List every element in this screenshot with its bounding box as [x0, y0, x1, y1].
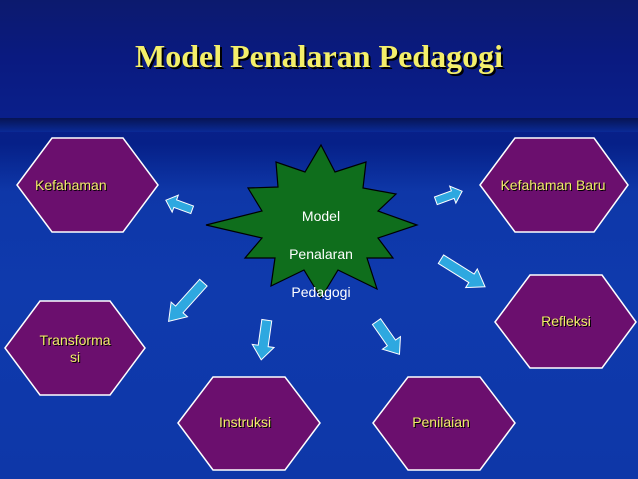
node-transformasi-label: Transforma si — [25, 332, 125, 366]
center-label-line1: Model — [301, 208, 341, 224]
node-kefahaman-label: Kefahaman — [35, 177, 107, 193]
center-label-line3: Pedagogi — [291, 284, 351, 300]
node-penilaian-shape — [372, 376, 516, 471]
node-transformasi-label-line2: si — [69, 349, 81, 365]
center-star-shape — [205, 143, 419, 300]
node-kefahaman-shape — [16, 137, 159, 233]
arrow-to-instruksi — [251, 318, 276, 361]
center-label: Model Penalaran Pedagogi — [262, 188, 380, 321]
page-title: Model Penalaran Pedagogi — [135, 38, 503, 74]
arrow-to-transformasi — [168, 278, 208, 322]
node-instruksi-shape — [177, 376, 321, 471]
node-transformasi-shape — [4, 300, 146, 396]
node-refleksi-shape — [494, 274, 637, 369]
arrow-to-kefahaman — [165, 194, 195, 215]
arrow-to-refleksi — [437, 254, 486, 289]
center-label-line2: Penalaran — [289, 246, 353, 262]
node-kefahaman-baru-label: Kefahaman Baru — [500, 177, 606, 193]
node-refleksi-label: Refleksi — [541, 313, 591, 329]
header-divider-band — [0, 118, 638, 132]
node-instruksi-label: Instruksi — [218, 414, 272, 430]
node-penilaian-label: Penilaian — [412, 414, 470, 430]
node-kefahaman-baru-shape — [479, 137, 629, 233]
arrow-to-penilaian — [371, 318, 402, 356]
node-transformasi-label-line1: Transforma — [39, 332, 111, 348]
arrow-to-kefahaman-baru — [433, 185, 463, 206]
